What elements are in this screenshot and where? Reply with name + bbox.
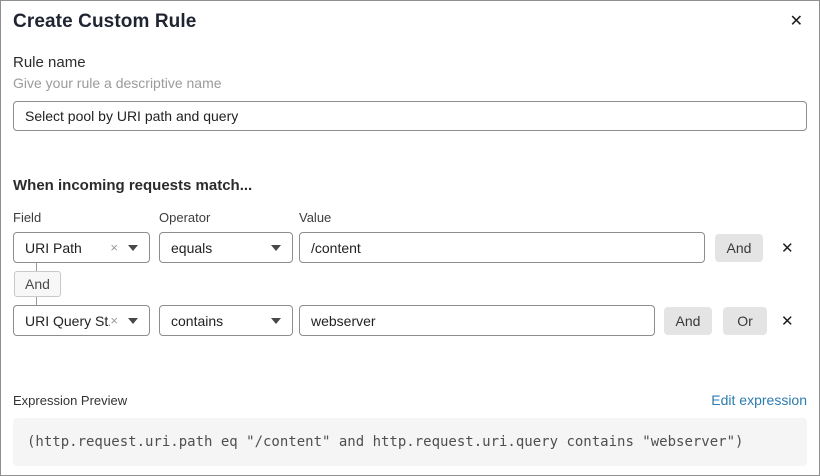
clear-icon[interactable]: × (110, 240, 118, 255)
operator-column-label: Operator (159, 210, 211, 225)
value-input-row2[interactable] (299, 305, 655, 336)
condition-row-1: URI Path × equals And ✕ (13, 232, 807, 263)
field-select-row1-value: URI Path (25, 239, 82, 256)
expression-preview-label: Expression Preview (13, 393, 128, 408)
operator-select-row1-value: equals (171, 239, 213, 256)
rule-name-input[interactable] (13, 101, 807, 131)
condition-row-2: URI Query St... × contains And Or ✕ (13, 305, 807, 336)
expression-preview-header: Expression Preview Edit expression (13, 392, 807, 408)
remove-condition-icon[interactable]: ✕ (781, 239, 794, 257)
dialog-title: Create Custom Rule (13, 11, 197, 32)
field-select-row2[interactable]: URI Query St... × (13, 305, 150, 336)
chevron-down-icon (271, 317, 281, 324)
add-or-button-row2[interactable]: Or (723, 306, 767, 335)
field-select-row1[interactable]: URI Path × (13, 232, 150, 263)
edit-expression-link[interactable]: Edit expression (711, 392, 807, 408)
close-icon[interactable]: ✕ (784, 7, 809, 35)
match-section-heading: When incoming requests match... (13, 177, 253, 194)
condition-connector: And (13, 263, 807, 305)
chevron-down-icon (128, 244, 138, 251)
chevron-down-icon (128, 317, 138, 324)
rule-name-helper-text: Give your rule a descriptive name (13, 75, 222, 91)
builder-column-headers: Field Operator Value (13, 210, 807, 225)
clear-icon[interactable]: × (110, 313, 118, 328)
remove-condition-icon[interactable]: ✕ (781, 312, 794, 330)
connector-and-badge[interactable]: And (14, 271, 61, 297)
operator-select-row1[interactable]: equals (159, 232, 293, 263)
add-and-button-row2[interactable]: And (664, 306, 712, 335)
value-column-label: Value (299, 210, 332, 225)
value-input-row1[interactable] (299, 232, 705, 263)
expression-code-block: (http.request.uri.path eq "/content" and… (13, 418, 807, 466)
field-select-row2-value: URI Query St... (25, 312, 110, 329)
operator-select-row2[interactable]: contains (159, 305, 293, 336)
connector-line-top (36, 263, 37, 271)
field-column-label: Field (13, 210, 42, 225)
expression-code: (http.request.uri.path eq "/content" and… (27, 434, 744, 450)
add-and-button-row1[interactable]: And (715, 233, 763, 262)
rule-name-label: Rule name (13, 54, 86, 71)
chevron-down-icon (271, 244, 281, 251)
operator-select-row2-value: contains (171, 312, 224, 329)
connector-line-bottom (36, 297, 37, 305)
